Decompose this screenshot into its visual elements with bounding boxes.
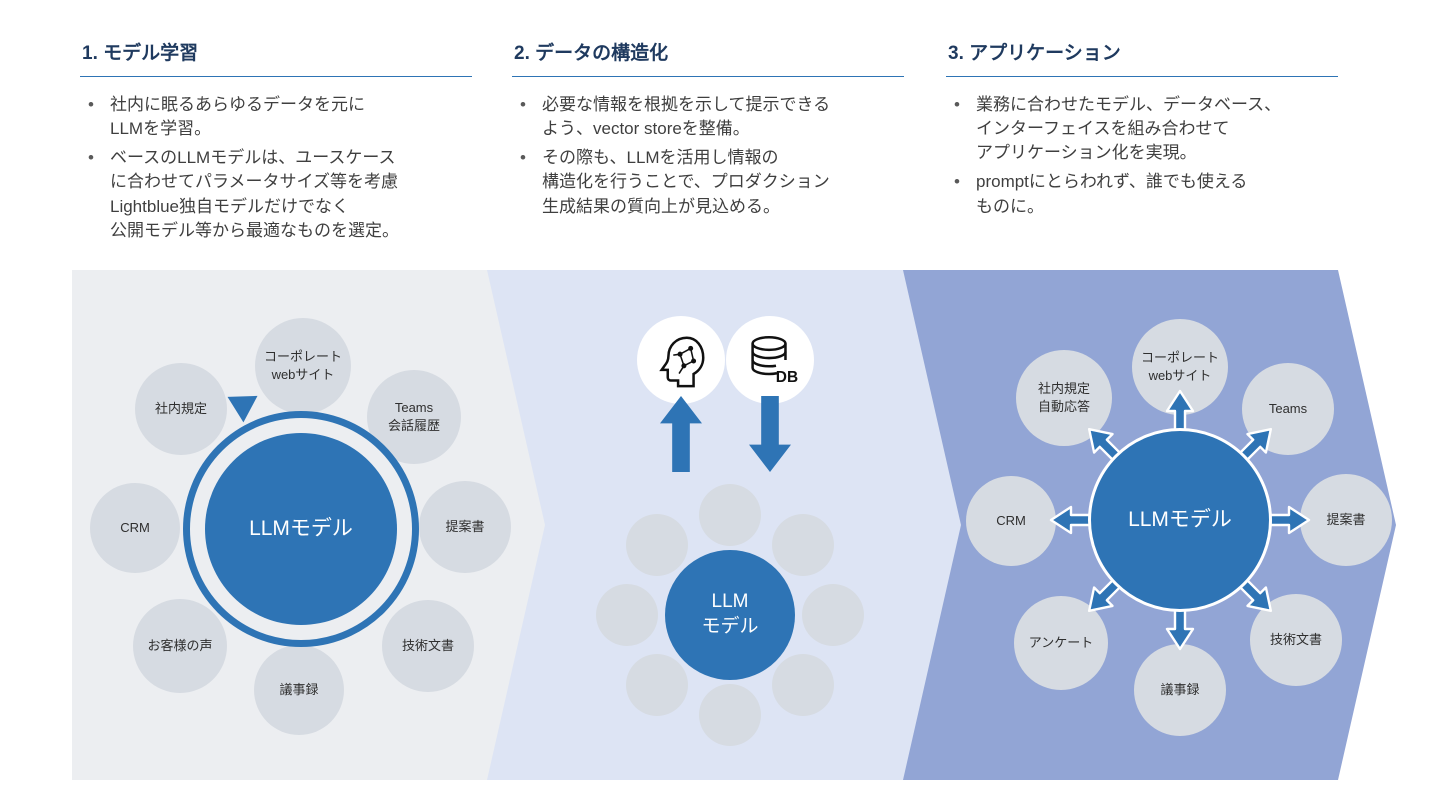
data-bubble-minutes: 議事録	[254, 645, 344, 735]
section-2-title: 2. データの構造化	[512, 36, 904, 77]
section-3-bullet-2: promptにとらわれず、誰でも使える ものに。	[946, 170, 1338, 218]
unlabeled-data-bubble	[626, 654, 688, 716]
app-bubble-minutes: 議事録	[1134, 644, 1226, 736]
section-2-bullet-1: 必要な情報を根拠を示して提示できる よう、vector storeを整備。	[512, 93, 904, 141]
unlabeled-data-bubble	[626, 514, 688, 576]
llm-model-circle-stage2: LLM モデル	[665, 550, 795, 680]
unlabeled-data-bubble	[772, 654, 834, 716]
app-bubble-proposal: 提案書	[1300, 474, 1392, 566]
unlabeled-data-bubble	[699, 684, 761, 746]
section-3: 3. アプリケーション 業務に合わせたモデル、データベース、 インターフェイスを…	[946, 36, 1338, 224]
database-icon: DB	[726, 316, 814, 404]
app-bubble-survey: アンケート	[1014, 596, 1108, 690]
data-bubble-voice-of-customer: お客様の声	[133, 599, 227, 693]
llm-model-circle-stage1: LLMモデル	[205, 433, 397, 625]
section-3-bullet-1: 業務に合わせたモデル、データベース、 インターフェイスを組み合わせて アプリケー…	[946, 93, 1338, 165]
section-3-title: 3. アプリケーション	[946, 36, 1338, 77]
unlabeled-data-bubble	[802, 584, 864, 646]
section-1: 1. モデル学習 社内に眠るあらゆるデータを元に LLMを学習。 ベースのLLM…	[80, 36, 472, 248]
training-cycle-ring	[183, 411, 419, 647]
data-bubble-internal-rules: 社内規定	[135, 363, 227, 455]
ai-brain-icon	[637, 316, 725, 404]
section-1-bullet-2: ベースのLLMモデルは、ユースケース に合わせてパラメータサイズ等を考慮 Lig…	[80, 146, 472, 243]
process-diagram: コーポレート webサイト Teams 会話履歴 提案書 技術文書 議事録 お客…	[0, 270, 1440, 780]
data-bubble-corporate-web: コーポレート webサイト	[255, 318, 351, 414]
data-bubble-techdoc: 技術文書	[382, 600, 474, 692]
section-2: 2. データの構造化 必要な情報を根拠を示して提示できる よう、vector s…	[512, 36, 904, 224]
unlabeled-data-bubble	[596, 584, 658, 646]
section-1-bullet-1: 社内に眠るあらゆるデータを元に LLMを学習。	[80, 93, 472, 141]
data-bubble-proposal: 提案書	[419, 481, 511, 573]
data-bubble-crm: CRM	[90, 483, 180, 573]
app-bubble-crm: CRM	[966, 476, 1056, 566]
llm-model-circle-stage3: LLMモデル	[1088, 428, 1272, 612]
unlabeled-data-bubble	[772, 514, 834, 576]
unlabeled-data-bubble	[699, 484, 761, 546]
section-2-bullet-2: その際も、LLMを活用し情報の 構造化を行うことで、プロダクション 生成結果の質…	[512, 146, 904, 218]
db-label: DB	[776, 369, 798, 386]
section-1-title: 1. モデル学習	[80, 36, 472, 77]
